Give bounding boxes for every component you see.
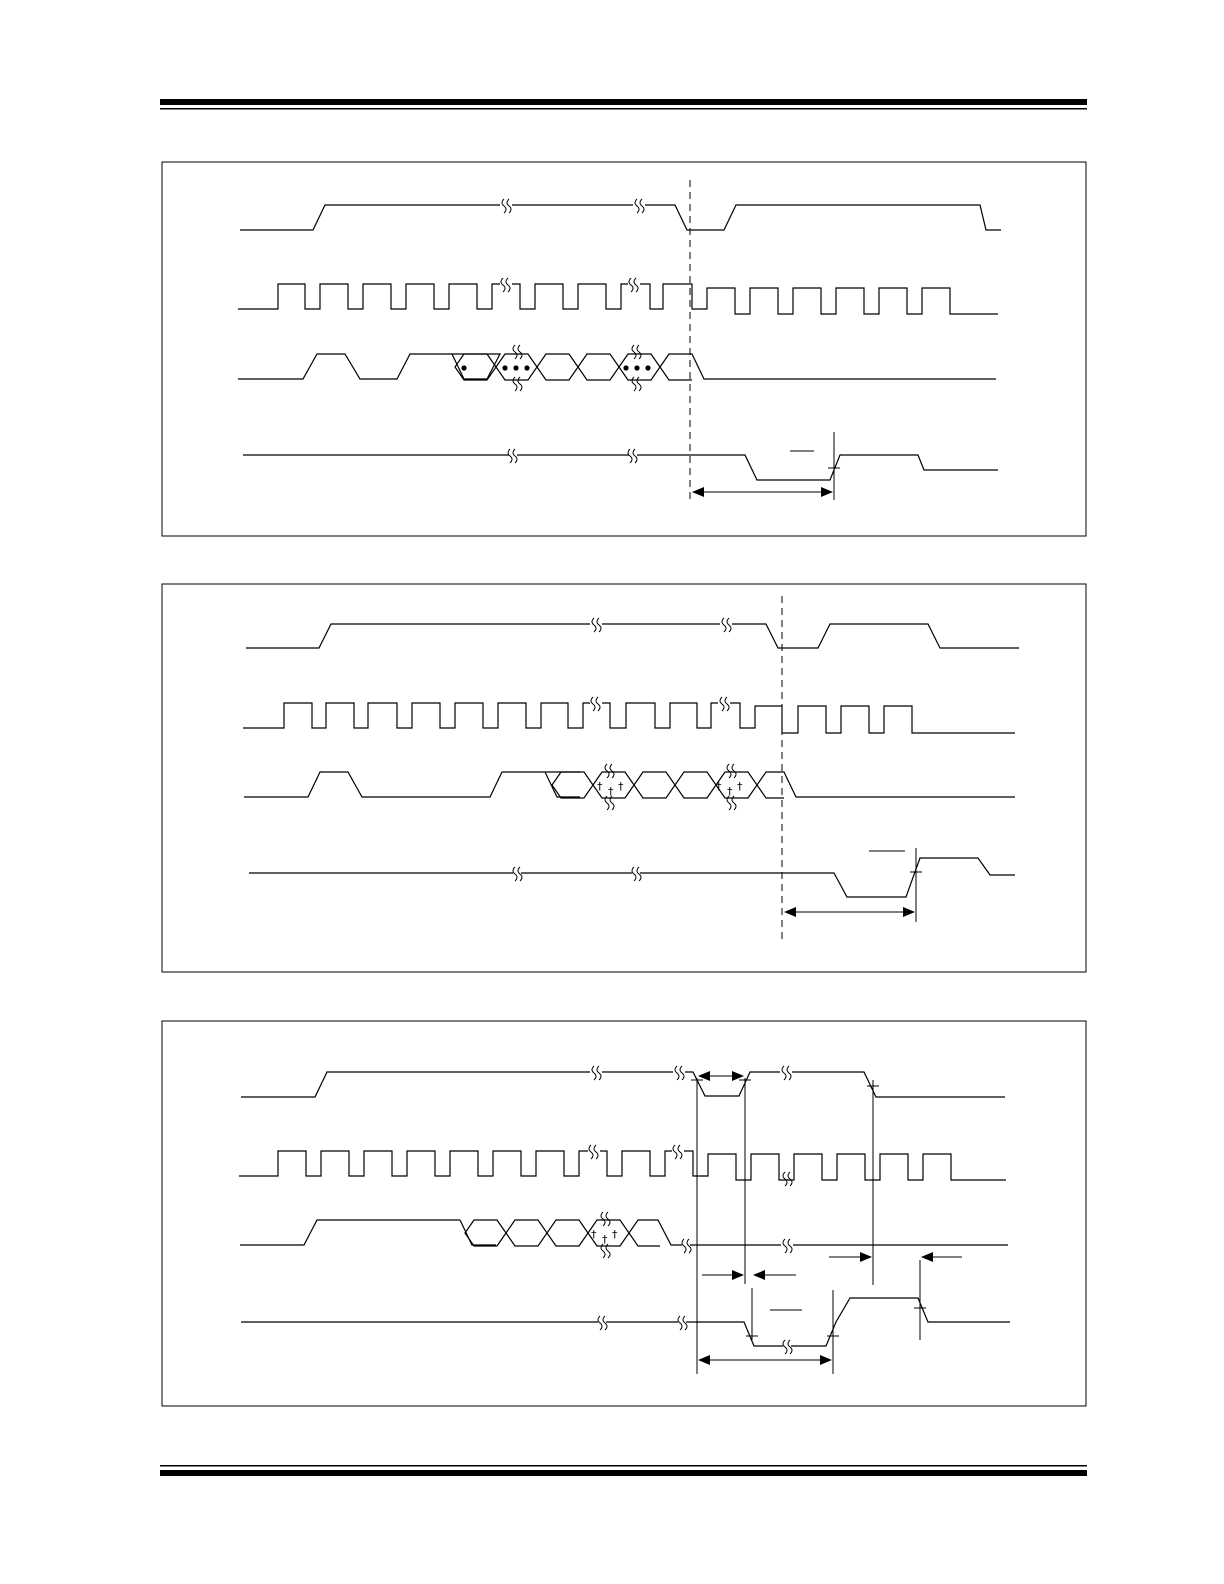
data-in-waveform [240, 1219, 460, 1246]
clock-waveform [238, 283, 998, 315]
data-out-waveform [249, 857, 1015, 898]
break-mark [591, 1065, 792, 1081]
data-in-waveform [244, 771, 545, 798]
svg-text:†: † [618, 780, 624, 793]
chip-select-waveform [246, 623, 1019, 649]
svg-text:†: † [591, 1228, 597, 1241]
timing-diagram-2: † † † † † † [161, 583, 1087, 973]
svg-text:†: † [737, 780, 743, 793]
chip-select-waveform [241, 1071, 1005, 1098]
data-in-waveform [238, 353, 452, 380]
break-mark [591, 617, 732, 633]
data-bus-cells [451, 353, 996, 381]
svg-text:†: † [597, 780, 603, 793]
svg-text:†: † [727, 785, 733, 798]
break-mark [600, 1211, 793, 1259]
break-mark [512, 866, 642, 882]
break-mark [597, 1315, 793, 1355]
svg-text:†: † [608, 785, 614, 798]
break-mark [512, 344, 642, 392]
timing-diagram-3: † † † [161, 1020, 1087, 1407]
break-mark [590, 696, 730, 712]
figure-frame [161, 1020, 1087, 1407]
bit-dots [461, 365, 651, 371]
svg-text:†: † [602, 1233, 608, 1246]
bit-dots: † † † [591, 1228, 618, 1246]
data-out-waveform [243, 454, 998, 481]
bit-dots: † † † † † † [597, 780, 743, 798]
chip-select-waveform [240, 204, 1001, 231]
break-mark [500, 277, 639, 293]
timing-diagram-1 [161, 161, 1087, 537]
timing-marker-lines [696, 1078, 921, 1374]
clock-waveform [239, 1150, 1006, 1181]
break-mark [604, 763, 737, 811]
break-mark [501, 198, 645, 214]
clock-waveform [243, 702, 1015, 734]
figure-frame [161, 161, 1087, 537]
tick-marks [691, 1079, 926, 1337]
data-bus-cells [544, 771, 1015, 799]
break-mark [588, 1144, 793, 1187]
figure-frame [161, 583, 1087, 973]
break-mark [507, 448, 638, 464]
header-rule [160, 99, 1087, 110]
data-bus-cells [459, 1219, 1008, 1247]
footer-rule [160, 1465, 1087, 1476]
svg-text:†: † [716, 780, 722, 793]
data-out-waveform [241, 1297, 1010, 1347]
svg-text:†: † [612, 1228, 618, 1241]
